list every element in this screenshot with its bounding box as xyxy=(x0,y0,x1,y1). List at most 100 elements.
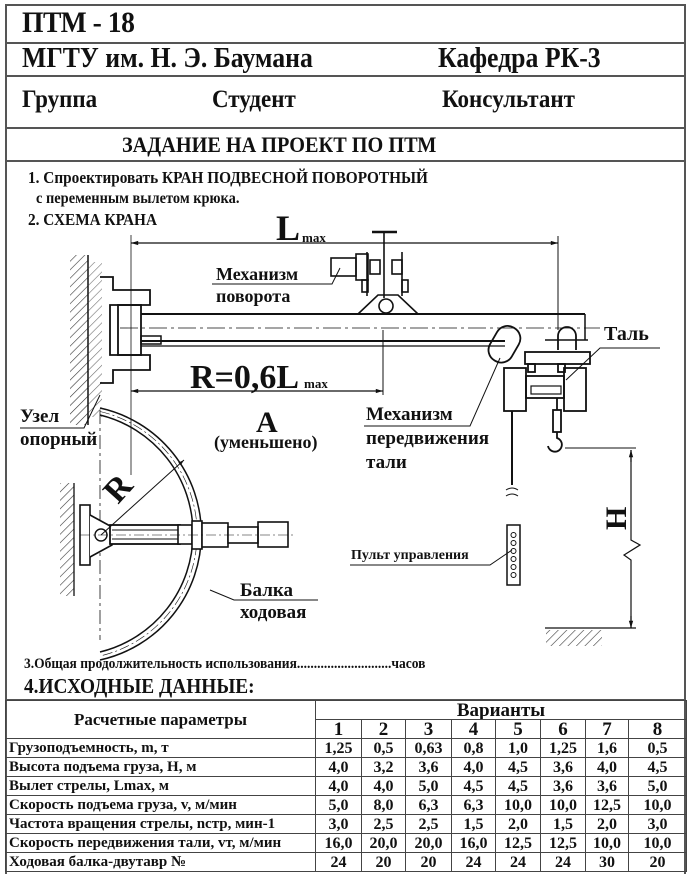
consultant-label: Консультант xyxy=(442,86,575,113)
support-bracket xyxy=(100,235,151,475)
param-value: 24 xyxy=(451,852,496,872)
variant-number: 1 xyxy=(315,719,362,739)
beam-label-2: ходовая xyxy=(240,602,306,623)
group-label: Группа xyxy=(22,86,98,113)
task-item-4: 4.ИСХОДНЫЕ ДАННЫЕ: xyxy=(24,674,255,698)
leader-line xyxy=(212,267,341,285)
param-value: 1,0 xyxy=(495,738,541,758)
param-value: 6,3 xyxy=(405,795,452,815)
hoist-label: Таль xyxy=(604,323,649,345)
param-name: Вылет стрелы, Lmax, м xyxy=(5,776,316,796)
param-value: 16,0 xyxy=(451,833,496,853)
param-name: Грузоподъемность, m, т xyxy=(5,738,316,758)
param-value: 6,3 xyxy=(451,795,496,815)
param-name: Частота вращения стрелы, nстр, мин-1 xyxy=(5,814,316,834)
divider xyxy=(5,127,686,129)
view-letter: А xyxy=(256,406,278,439)
variant-number: 4 xyxy=(451,719,496,739)
param-value: 1,25 xyxy=(540,738,586,758)
param-name: Скорость подъема груза, v, м/мин xyxy=(5,795,316,815)
variant-number: 2 xyxy=(361,719,406,739)
param-value: 24 xyxy=(540,852,586,872)
param-value: 2,0 xyxy=(585,814,629,834)
r-formula: R=0,6L xyxy=(190,359,299,396)
param-value: 1,5 xyxy=(540,814,586,834)
university-name: МГТУ им. Н. Э. Баумана xyxy=(22,43,313,74)
lmax-label: L xyxy=(276,208,300,248)
param-value: 0,5 xyxy=(628,738,687,758)
param-value: 2,0 xyxy=(495,814,541,834)
support-label-2: опорный xyxy=(20,429,97,450)
param-value: 4,5 xyxy=(451,776,496,796)
param-value: 12,5 xyxy=(540,833,586,853)
param-value: 10,0 xyxy=(628,795,687,815)
task-item-1: 1. Спроектировать КРАН ПОДВЕСНОЙ ПОВОРОТ… xyxy=(28,168,428,187)
slewing-mech-label-2: поворота xyxy=(216,286,290,306)
param-value: 4,0 xyxy=(585,757,629,777)
task-title: ЗАДАНИЕ НА ПРОЕКТ ПО ПТМ xyxy=(122,132,437,157)
crane-scheme: L max R=0,6L max Механизм поворота Таль … xyxy=(20,208,660,661)
param-value: 20 xyxy=(361,852,406,872)
divider xyxy=(5,75,686,77)
param-value: 12,5 xyxy=(495,833,541,853)
param-value: 20,0 xyxy=(405,833,452,853)
variant-number: 7 xyxy=(585,719,629,739)
slewing-mech-label-1: Механизм xyxy=(216,264,298,284)
param-value: 3,6 xyxy=(540,757,586,777)
param-value: 3,6 xyxy=(405,757,452,777)
table-header-row: Расчетные параметры Варианты xyxy=(5,700,687,739)
param-value: 10,0 xyxy=(585,833,629,853)
param-name: Ходовая балка-двутавр № xyxy=(5,852,316,872)
task-item-1-cont: с переменным вылетом крюка. xyxy=(36,190,240,207)
variants-header: Варианты xyxy=(315,700,687,720)
param-value: 3,6 xyxy=(585,776,629,796)
param-value: 4,0 xyxy=(451,757,496,777)
param-value: 12,5 xyxy=(585,795,629,815)
param-value: 4,0 xyxy=(315,757,362,777)
param-value: 10,0 xyxy=(540,795,586,815)
param-value: 24 xyxy=(495,852,541,872)
param-value: 5,0 xyxy=(405,776,452,796)
param-value: 3,0 xyxy=(628,814,687,834)
param-header: Расчетные параметры xyxy=(5,700,316,739)
pendant-control xyxy=(350,487,521,586)
variant-number: 5 xyxy=(495,719,541,739)
param-value: 24 xyxy=(315,852,362,872)
param-value: 1,6 xyxy=(585,738,629,758)
param-value: 4,5 xyxy=(495,757,541,777)
param-value: 4,0 xyxy=(315,776,362,796)
lmax-subscript: max xyxy=(302,230,326,245)
param-value: 4,5 xyxy=(628,757,687,777)
department-name: Кафедра РК-3 xyxy=(438,43,601,74)
doc-code: ПТМ - 18 xyxy=(22,6,135,39)
param-name: Скорость передвижения тали, vт, м/мин xyxy=(5,833,316,853)
r-dimension xyxy=(131,330,384,395)
param-value: 5,0 xyxy=(628,776,687,796)
param-value: 16,0 xyxy=(315,833,362,853)
slewing-mechanism xyxy=(330,230,419,315)
param-value: 4,0 xyxy=(361,776,406,796)
variant-number: 6 xyxy=(540,719,586,739)
divider xyxy=(5,42,686,44)
param-value: 2,5 xyxy=(405,814,452,834)
travel-mech-label-2: передвижения xyxy=(366,428,489,449)
leader-line xyxy=(20,394,101,429)
param-value: 3,2 xyxy=(361,757,406,777)
student-label: Студент xyxy=(212,86,296,113)
leader-line xyxy=(364,357,501,427)
param-value: 8,0 xyxy=(361,795,406,815)
travel-mech-label-3: тали xyxy=(366,452,407,473)
r-formula-subscript: max xyxy=(304,376,328,391)
leader-line xyxy=(565,347,660,381)
hoist xyxy=(487,325,591,485)
variant-number: 8 xyxy=(628,719,687,739)
param-value: 20 xyxy=(628,852,687,872)
task-item-3: 3.Общая продолжительность использования.… xyxy=(24,656,426,672)
param-value: 30 xyxy=(585,852,629,872)
